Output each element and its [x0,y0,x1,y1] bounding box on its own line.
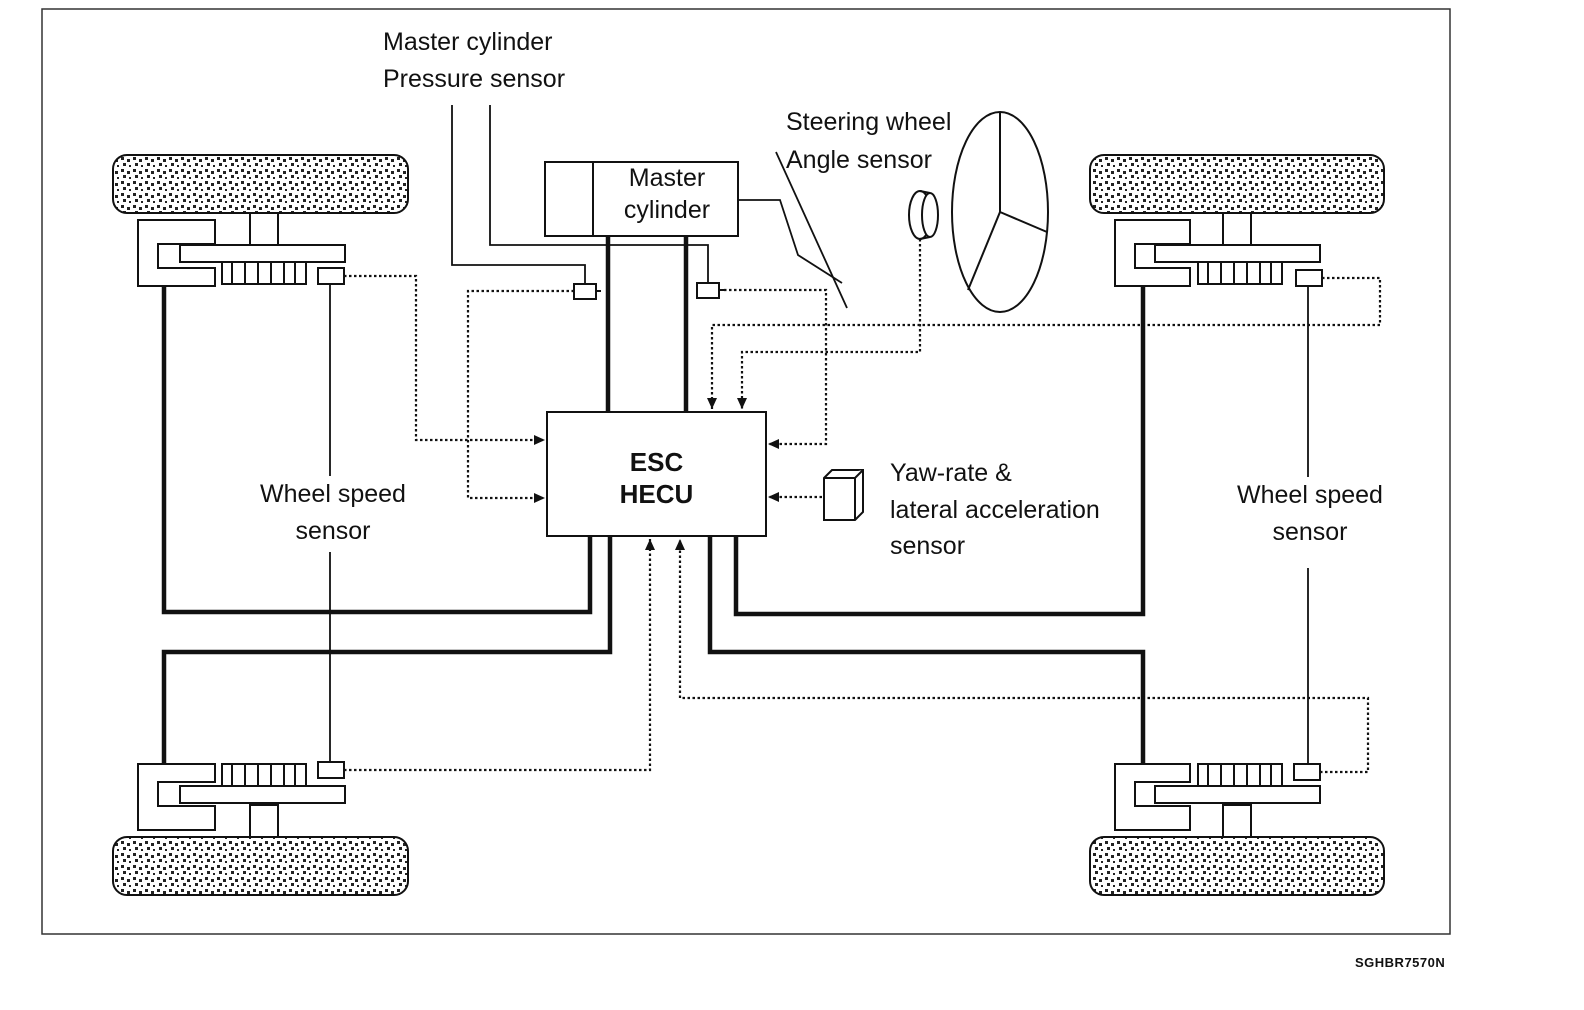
yaw-rate-sensor-label-line3: sensor [890,532,966,560]
front-left-tire [112,154,409,214]
yaw-rate-sensor-label-line2: lateral acceleration [890,496,1100,524]
front-right-wheel-speed-sensor-icon [1295,269,1323,287]
master-cylinder-label-line1: Master [628,164,706,192]
master-cylinder-pressure-sensor-label-line1: Master cylinder [383,28,553,56]
rear-left-wheel-speed-sensor-icon [317,761,345,779]
yaw-rate-sensor-icon [823,469,864,521]
front-left-wheel-speed-sensor-icon [317,267,345,285]
rear-left-brake-assembly [137,761,346,838]
leader-lines [329,105,1309,764]
steering-wheel-angle-sensor-label-line2: Angle sensor [786,146,932,174]
esc-hecu-box [546,411,767,537]
esc-hecu-label-line2: HECU [619,479,694,509]
steering-wheel-icon [951,111,1049,313]
front-left-brake-assembly [137,212,346,287]
front-right-brake-assembly [1114,212,1323,287]
steering-wheel-angle-sensor-label-line1: Steering wheel [786,108,952,136]
steering-angle-sensor-icon [908,190,939,240]
figure-code: SGHBR7570N [1355,955,1446,970]
wheel-speed-sensor-right-label-line1: Wheel speed [1210,477,1410,514]
rear-left-tire [112,836,409,896]
rear-right-tire [1089,836,1385,896]
wheel-speed-sensor-left-label-line1: Wheel speed [233,476,433,513]
rear-right-brake-assembly [1114,763,1321,838]
esc-hecu-label-line1: ESC [629,447,684,477]
diagram-frame [41,8,1451,935]
front-right-tire [1089,154,1385,214]
master-cylinder-box [544,161,739,237]
master-cylinder-label-line2: cylinder [623,196,711,224]
signal-lines [344,239,1382,774]
pressure-sensor-right-icon [696,282,720,299]
yaw-rate-sensor-label-line1: Yaw-rate & [890,459,1012,487]
wheel-speed-sensor-right-label-line2: sensor [1210,514,1410,551]
rear-right-wheel-speed-sensor-icon [1293,763,1321,781]
wheel-speed-sensor-left-label-line2: sensor [233,513,433,550]
master-cylinder-pressure-sensor-label-line2: Pressure sensor [383,65,566,93]
pressure-sensor-left-icon [573,283,597,300]
hydraulic-brake-lines [161,236,1146,764]
